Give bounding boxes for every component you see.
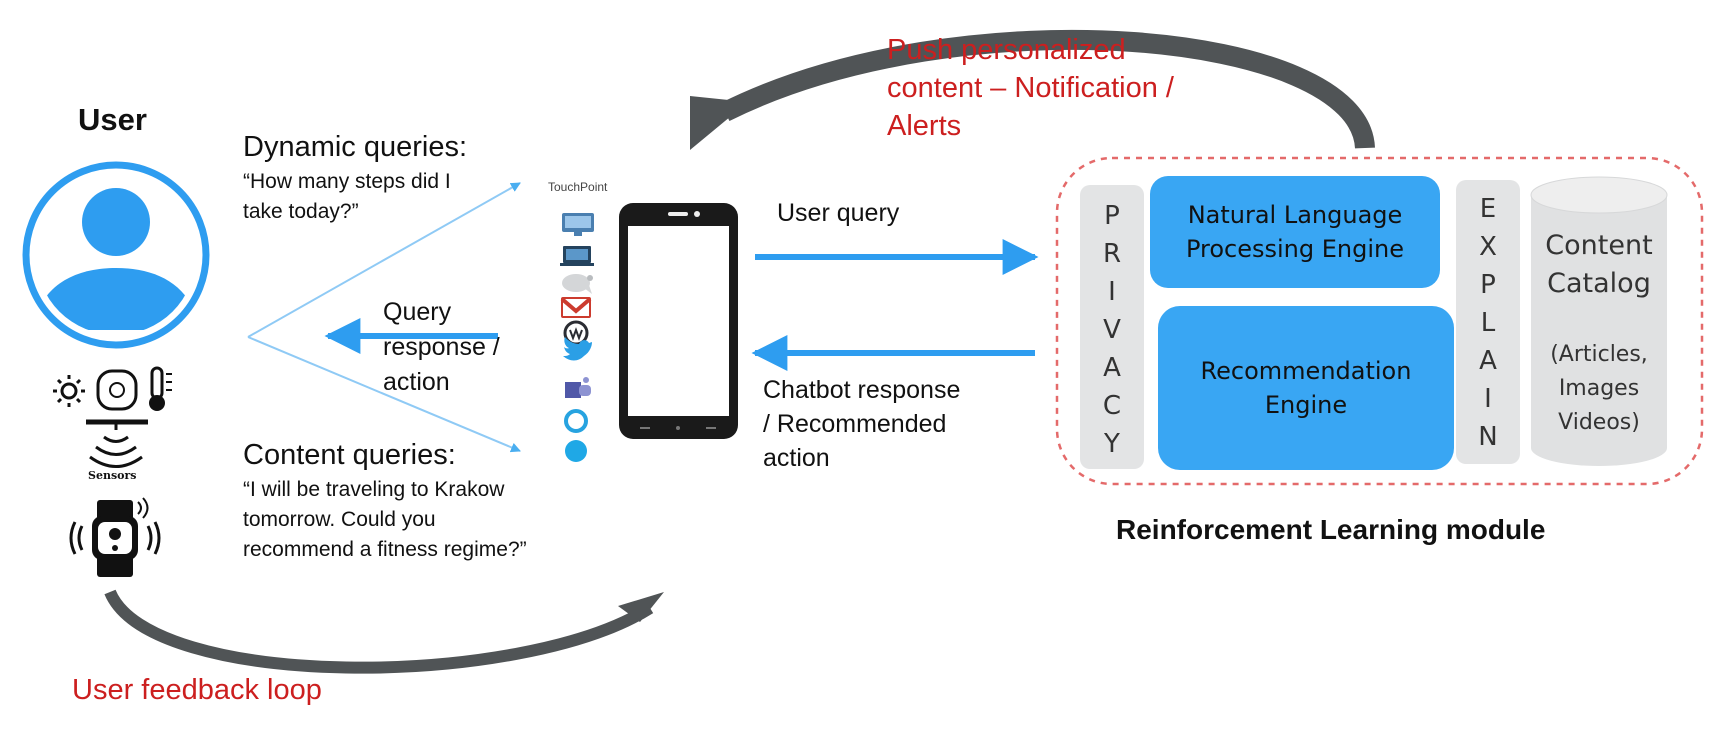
push-content-label-line-3: Alerts bbox=[887, 110, 962, 142]
laptop-icon bbox=[560, 246, 594, 266]
content-catalog-cylinder bbox=[1530, 176, 1668, 466]
user-query-label: User query bbox=[777, 199, 900, 227]
privacy-letter: P bbox=[1104, 201, 1120, 231]
twitter-icon bbox=[563, 337, 592, 361]
nlp-engine-label-line: Natural Language bbox=[1187, 201, 1403, 229]
content-catalog-detail-line: Images bbox=[1558, 376, 1640, 401]
privacy-letter: A bbox=[1103, 353, 1121, 383]
rl-module-title: Reinforcement Learning module bbox=[1116, 514, 1546, 545]
query-fan bbox=[247, 182, 521, 453]
user-title: User bbox=[78, 102, 147, 137]
nlp-engine-label-line: Processing Engine bbox=[1185, 235, 1405, 263]
privacy-letter: C bbox=[1102, 391, 1122, 421]
nlp-engine-box bbox=[1150, 176, 1440, 288]
smartphone bbox=[619, 203, 738, 439]
query-response-label-line-3: action bbox=[383, 368, 450, 396]
thermometer-icon bbox=[149, 366, 172, 411]
push-content-arrowhead bbox=[690, 96, 748, 150]
smartwatch-icon bbox=[69, 497, 161, 577]
privacy-letter: I bbox=[1108, 277, 1116, 307]
privacy-letter: Y bbox=[1104, 429, 1120, 459]
push-content-label-line-1: Push personalized bbox=[887, 34, 1126, 66]
recommendation-engine-label-line: Engine bbox=[1264, 391, 1348, 419]
content-query-example-line-2: tomorrow. Could you bbox=[243, 508, 436, 531]
content-catalog-detail: (Articles, Images Videos) bbox=[1531, 338, 1667, 440]
content-catalog-detail-line: (Articles, bbox=[1550, 342, 1648, 367]
explain-letters: E X P L A I N bbox=[1456, 190, 1520, 456]
privacy-letter: R bbox=[1102, 239, 1122, 269]
chat-bubble-icon bbox=[562, 274, 593, 294]
gmail-icon bbox=[560, 297, 592, 318]
explain-panel bbox=[1456, 180, 1520, 464]
content-queries-title: Content queries: bbox=[243, 439, 456, 471]
explain-letter: L bbox=[1480, 308, 1496, 338]
content-query-example-line-1: “I will be traveling to Krakow bbox=[243, 478, 505, 501]
dynamic-queries-title: Dynamic queries: bbox=[243, 131, 468, 163]
query-response-label-line-1: Query bbox=[383, 298, 452, 326]
content-catalog-title: Content Catalog bbox=[1531, 227, 1667, 303]
explain-letter: X bbox=[1479, 232, 1497, 262]
explain-letter: P bbox=[1480, 270, 1496, 300]
content-catalog-title-line: Catalog bbox=[1547, 268, 1651, 299]
sensor-signal-icon bbox=[86, 419, 148, 468]
recommendation-engine-label-line: Recommendation bbox=[1200, 357, 1412, 385]
privacy-letters: P R I V A C Y bbox=[1080, 197, 1144, 463]
touchpoint-label: TouchPoint bbox=[548, 180, 608, 194]
feedback-loop-arrow bbox=[104, 589, 654, 674]
explain-letter: E bbox=[1479, 194, 1497, 224]
sun-icon bbox=[53, 375, 85, 407]
explain-letter: N bbox=[1478, 422, 1498, 452]
nlp-engine-label: Natural Language Processing Engine bbox=[1150, 198, 1440, 266]
push-content-arrow bbox=[720, 29, 1375, 150]
skype-icon bbox=[565, 440, 587, 462]
dynamic-query-example-line-1: “How many steps did I bbox=[243, 170, 451, 193]
sensors-label: Sensors bbox=[88, 469, 137, 482]
content-catalog-title-line: Content bbox=[1545, 230, 1653, 261]
explain-letter: A bbox=[1479, 346, 1497, 376]
explain-letter: I bbox=[1484, 384, 1492, 414]
content-catalog-detail-line: Videos) bbox=[1558, 410, 1640, 435]
chatbot-response-label-line-3: action bbox=[763, 444, 830, 472]
dynamic-query-example-line-2: take today?” bbox=[243, 200, 359, 223]
chatbot-response-label-line-2: / Recommended bbox=[763, 410, 947, 438]
feedback-loop-label: User feedback loop bbox=[72, 674, 322, 706]
rl-module-boundary bbox=[1055, 156, 1704, 486]
user-avatar bbox=[22, 161, 210, 349]
chatbot-response-label-line-1: Chatbot response bbox=[763, 376, 961, 404]
cortana-icon bbox=[564, 409, 588, 433]
recommendation-engine-label: Recommendation Engine bbox=[1158, 354, 1454, 422]
content-query-example-line-3: recommend a fitness regime?” bbox=[243, 538, 527, 561]
humidity-icon bbox=[96, 369, 138, 411]
privacy-panel bbox=[1080, 185, 1144, 469]
push-content-label-line-2: content – Notification / bbox=[887, 72, 1174, 104]
feedback-loop-arrowhead bbox=[618, 592, 664, 622]
query-response-label-line-2: response / bbox=[383, 333, 500, 361]
privacy-letter: V bbox=[1103, 315, 1121, 345]
recommendation-engine-box bbox=[1158, 306, 1454, 470]
teams-icon bbox=[565, 377, 591, 398]
monitor-icon bbox=[562, 213, 594, 236]
